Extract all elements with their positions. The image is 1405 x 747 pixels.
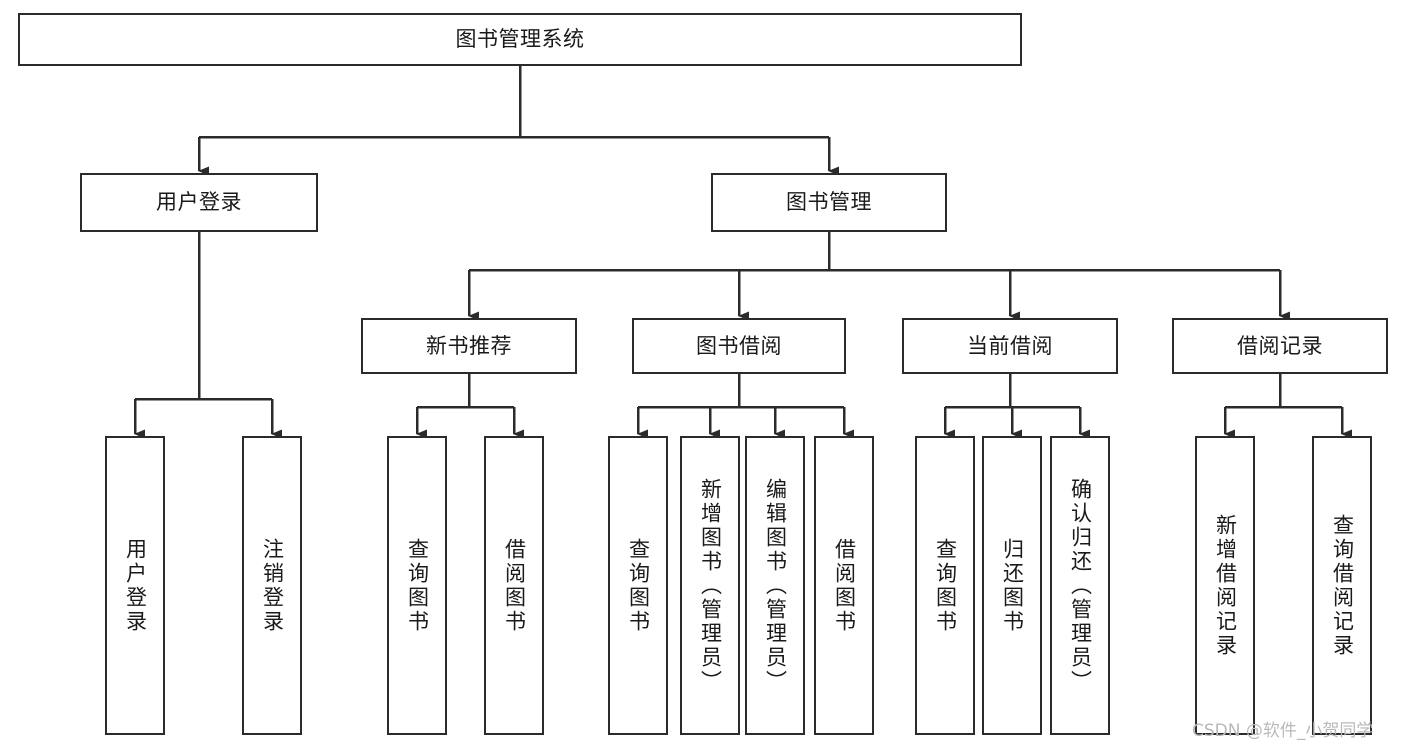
node-label-root: 图书管理系统 — [455, 27, 585, 52]
node-leaf-cur-return[interactable]: 归还图书 — [982, 436, 1042, 735]
node-label-current-borrow: 当前借阅 — [967, 333, 1053, 358]
node-label-leaf-borrow-edit: 编辑图书（管理员） — [763, 477, 788, 694]
node-leaf-rec-query2[interactable]: 查询借阅记录 — [1312, 436, 1372, 735]
node-leaf-cur-query[interactable]: 查询图书 — [915, 436, 975, 735]
node-label-leaf-user-logout: 注销登录 — [260, 537, 285, 634]
node-leaf-borrow-do[interactable]: 借阅图书 — [814, 436, 874, 735]
node-label-leaf-cur-query: 查询图书 — [933, 537, 958, 634]
node-leaf-user-logout[interactable]: 注销登录 — [242, 436, 302, 735]
edge-group — [133, 66, 1352, 439]
node-current-borrow[interactable]: 当前借阅 — [902, 318, 1118, 374]
node-book-borrow[interactable]: 图书借阅 — [632, 318, 846, 374]
node-label-leaf-borrow-do: 借阅图书 — [832, 537, 857, 634]
node-label-book-borrow: 图书借阅 — [696, 333, 782, 358]
node-user-login[interactable]: 用户登录 — [80, 173, 318, 232]
node-leaf-borrow-add[interactable]: 新增图书（管理员） — [680, 436, 740, 735]
node-leaf-rec-borrow[interactable]: 借阅图书 — [484, 436, 544, 735]
watermark-label: CSDN @软件_小贺同学 — [1192, 721, 1374, 741]
node-leaf-user-login[interactable]: 用户登录 — [105, 436, 165, 735]
node-label-borrow-record: 借阅记录 — [1237, 333, 1323, 358]
node-label-leaf-rec-borrow: 借阅图书 — [502, 537, 527, 634]
node-borrow-record[interactable]: 借阅记录 — [1172, 318, 1388, 374]
node-label-book-manage: 图书管理 — [786, 190, 872, 215]
node-label-leaf-cur-return: 归还图书 — [1000, 537, 1025, 634]
node-book-manage[interactable]: 图书管理 — [711, 173, 947, 232]
node-leaf-borrow-edit[interactable]: 编辑图书（管理员） — [745, 436, 805, 735]
node-leaf-rec-query[interactable]: 查询图书 — [387, 436, 447, 735]
node-leaf-cur-confirm[interactable]: 确认归还（管理员） — [1050, 436, 1110, 735]
node-label-leaf-rec-query2: 查询借阅记录 — [1330, 513, 1355, 658]
node-label-leaf-user-login: 用户登录 — [123, 537, 148, 634]
node-leaf-borrow-query[interactable]: 查询图书 — [608, 436, 668, 735]
node-new-book-rec[interactable]: 新书推荐 — [361, 318, 577, 374]
node-label-user-login: 用户登录 — [156, 190, 242, 215]
node-leaf-rec-add[interactable]: 新增借阅记录 — [1195, 436, 1255, 735]
node-label-leaf-cur-confirm: 确认归还（管理员） — [1068, 477, 1093, 694]
node-label-leaf-rec-add: 新增借阅记录 — [1213, 513, 1238, 658]
node-root[interactable]: 图书管理系统 — [18, 13, 1022, 66]
node-label-leaf-borrow-query: 查询图书 — [626, 537, 651, 634]
node-label-leaf-borrow-add: 新增图书（管理员） — [698, 477, 723, 694]
node-label-leaf-rec-query: 查询图书 — [405, 537, 430, 634]
node-label-new-book-rec: 新书推荐 — [426, 333, 512, 358]
